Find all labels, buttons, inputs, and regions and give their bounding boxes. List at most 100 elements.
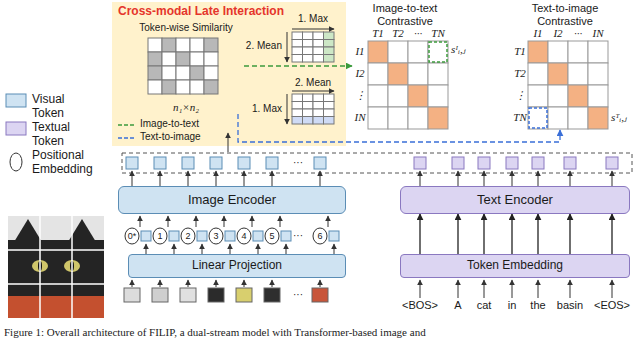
max-step-arrow bbox=[292, 29, 334, 30]
matrix-index: IN bbox=[355, 111, 366, 124]
embedding-arrow bbox=[419, 214, 420, 254]
reduced-cell bbox=[292, 32, 303, 40]
text-token: <EOS> bbox=[594, 299, 630, 312]
matrix-index: TN bbox=[431, 27, 444, 40]
textual-token bbox=[564, 157, 576, 169]
reduced-cell bbox=[313, 102, 324, 110]
step-label: 2. Mean bbox=[295, 77, 331, 89]
matrix-index: I2 bbox=[553, 27, 562, 40]
visual-token bbox=[141, 231, 151, 241]
matrix-cell bbox=[368, 85, 388, 107]
legend-text: Image-to-text bbox=[140, 118, 199, 130]
interaction-arrow bbox=[244, 65, 352, 66]
max-step-arrow bbox=[287, 94, 288, 124]
interaction-arrow bbox=[238, 114, 560, 142]
legend-text: Text-to-image bbox=[140, 131, 201, 143]
matrix-cell bbox=[368, 63, 388, 85]
embedding-arrow bbox=[511, 214, 512, 254]
reduced-cell bbox=[324, 32, 335, 40]
positional-embedding bbox=[209, 228, 223, 244]
similarity-cell bbox=[176, 38, 190, 52]
embedding-box: Linear Projection bbox=[128, 254, 346, 278]
matrix-cell bbox=[588, 63, 608, 85]
matrix-cell bbox=[428, 107, 448, 129]
matrix-index: I1 bbox=[533, 27, 542, 40]
reduced-cell bbox=[313, 40, 324, 48]
reduced-cell bbox=[313, 109, 324, 117]
matrix-cell bbox=[368, 107, 388, 129]
textual-token bbox=[532, 157, 544, 169]
matrix-cell bbox=[428, 85, 448, 107]
matrix-cell bbox=[588, 41, 608, 63]
positional-embedding bbox=[125, 228, 139, 244]
matrix-cell bbox=[548, 107, 568, 129]
legend-item bbox=[6, 122, 26, 135]
similarity-cell bbox=[190, 38, 204, 52]
token-arrow bbox=[458, 280, 459, 298]
visual-token bbox=[182, 157, 194, 169]
matrix-index: I1 bbox=[355, 45, 364, 58]
output-arrow bbox=[244, 171, 245, 186]
visual-token bbox=[126, 157, 138, 169]
matrix-index: TN bbox=[513, 111, 526, 124]
visual-token bbox=[253, 231, 263, 241]
projection-arrow bbox=[258, 244, 259, 254]
matrix-title: Text-to-image Contrastive bbox=[515, 2, 615, 27]
reduced-cell bbox=[324, 117, 335, 125]
output-arrow bbox=[160, 171, 161, 186]
encoder-box: Image Encoder bbox=[118, 186, 346, 214]
position-index: ··· bbox=[293, 230, 303, 242]
reduced-cell bbox=[303, 109, 314, 117]
legend-item bbox=[6, 94, 26, 107]
similarity-cell bbox=[148, 38, 162, 52]
matrix-cell bbox=[428, 63, 448, 85]
reduced-cell bbox=[313, 47, 324, 55]
reduced-cell bbox=[303, 32, 314, 40]
legend-text: Visual Token bbox=[32, 92, 52, 121]
similarity-cell bbox=[162, 80, 176, 94]
output-arrow bbox=[420, 171, 421, 186]
patch-grid-line bbox=[8, 249, 104, 251]
embedding-arrow bbox=[569, 214, 570, 254]
token-arrow bbox=[570, 280, 571, 298]
patch-arrow bbox=[244, 280, 245, 287]
matrix-title: Image-to-text Contrastive bbox=[355, 2, 455, 27]
visual-token bbox=[210, 157, 222, 169]
projection-arrow bbox=[286, 244, 287, 254]
visual-token bbox=[314, 157, 326, 169]
matrix-cell bbox=[408, 41, 428, 63]
text-token: cat bbox=[477, 299, 492, 312]
reduced-cell bbox=[292, 55, 303, 63]
output-arrow bbox=[132, 171, 133, 186]
box-label: Image Encoder bbox=[188, 193, 276, 208]
output-arrow bbox=[538, 171, 539, 186]
output-arrow bbox=[216, 171, 217, 186]
embedding-box: Token Embedding bbox=[400, 254, 630, 278]
positional-embedding bbox=[237, 228, 251, 244]
similarity-cell bbox=[190, 80, 204, 94]
output-arrow bbox=[484, 171, 485, 186]
image-patch bbox=[236, 288, 252, 302]
matrix-size: n₁×n₂ bbox=[173, 101, 199, 114]
ellipsis: ··· bbox=[293, 289, 303, 301]
token-arrow bbox=[538, 280, 539, 298]
position-index: 4 bbox=[241, 231, 246, 242]
embedding-arrow bbox=[457, 214, 458, 254]
textual-token bbox=[606, 157, 618, 169]
matrix-cell bbox=[588, 85, 608, 107]
matrix-title: Token-wise Similarity bbox=[139, 22, 232, 34]
step-label: 1. Max bbox=[298, 13, 328, 25]
textual-token bbox=[506, 157, 518, 169]
matrix-index: ⋮ bbox=[515, 89, 526, 102]
matrix-cell bbox=[408, 85, 428, 107]
input-arrow bbox=[280, 216, 281, 227]
patch-arrow bbox=[132, 280, 133, 287]
positional-embedding bbox=[313, 228, 327, 244]
legend-line bbox=[118, 137, 136, 139]
matrix-cell bbox=[388, 85, 408, 107]
similarity-cell bbox=[148, 80, 162, 94]
reduced-cell bbox=[324, 40, 335, 48]
